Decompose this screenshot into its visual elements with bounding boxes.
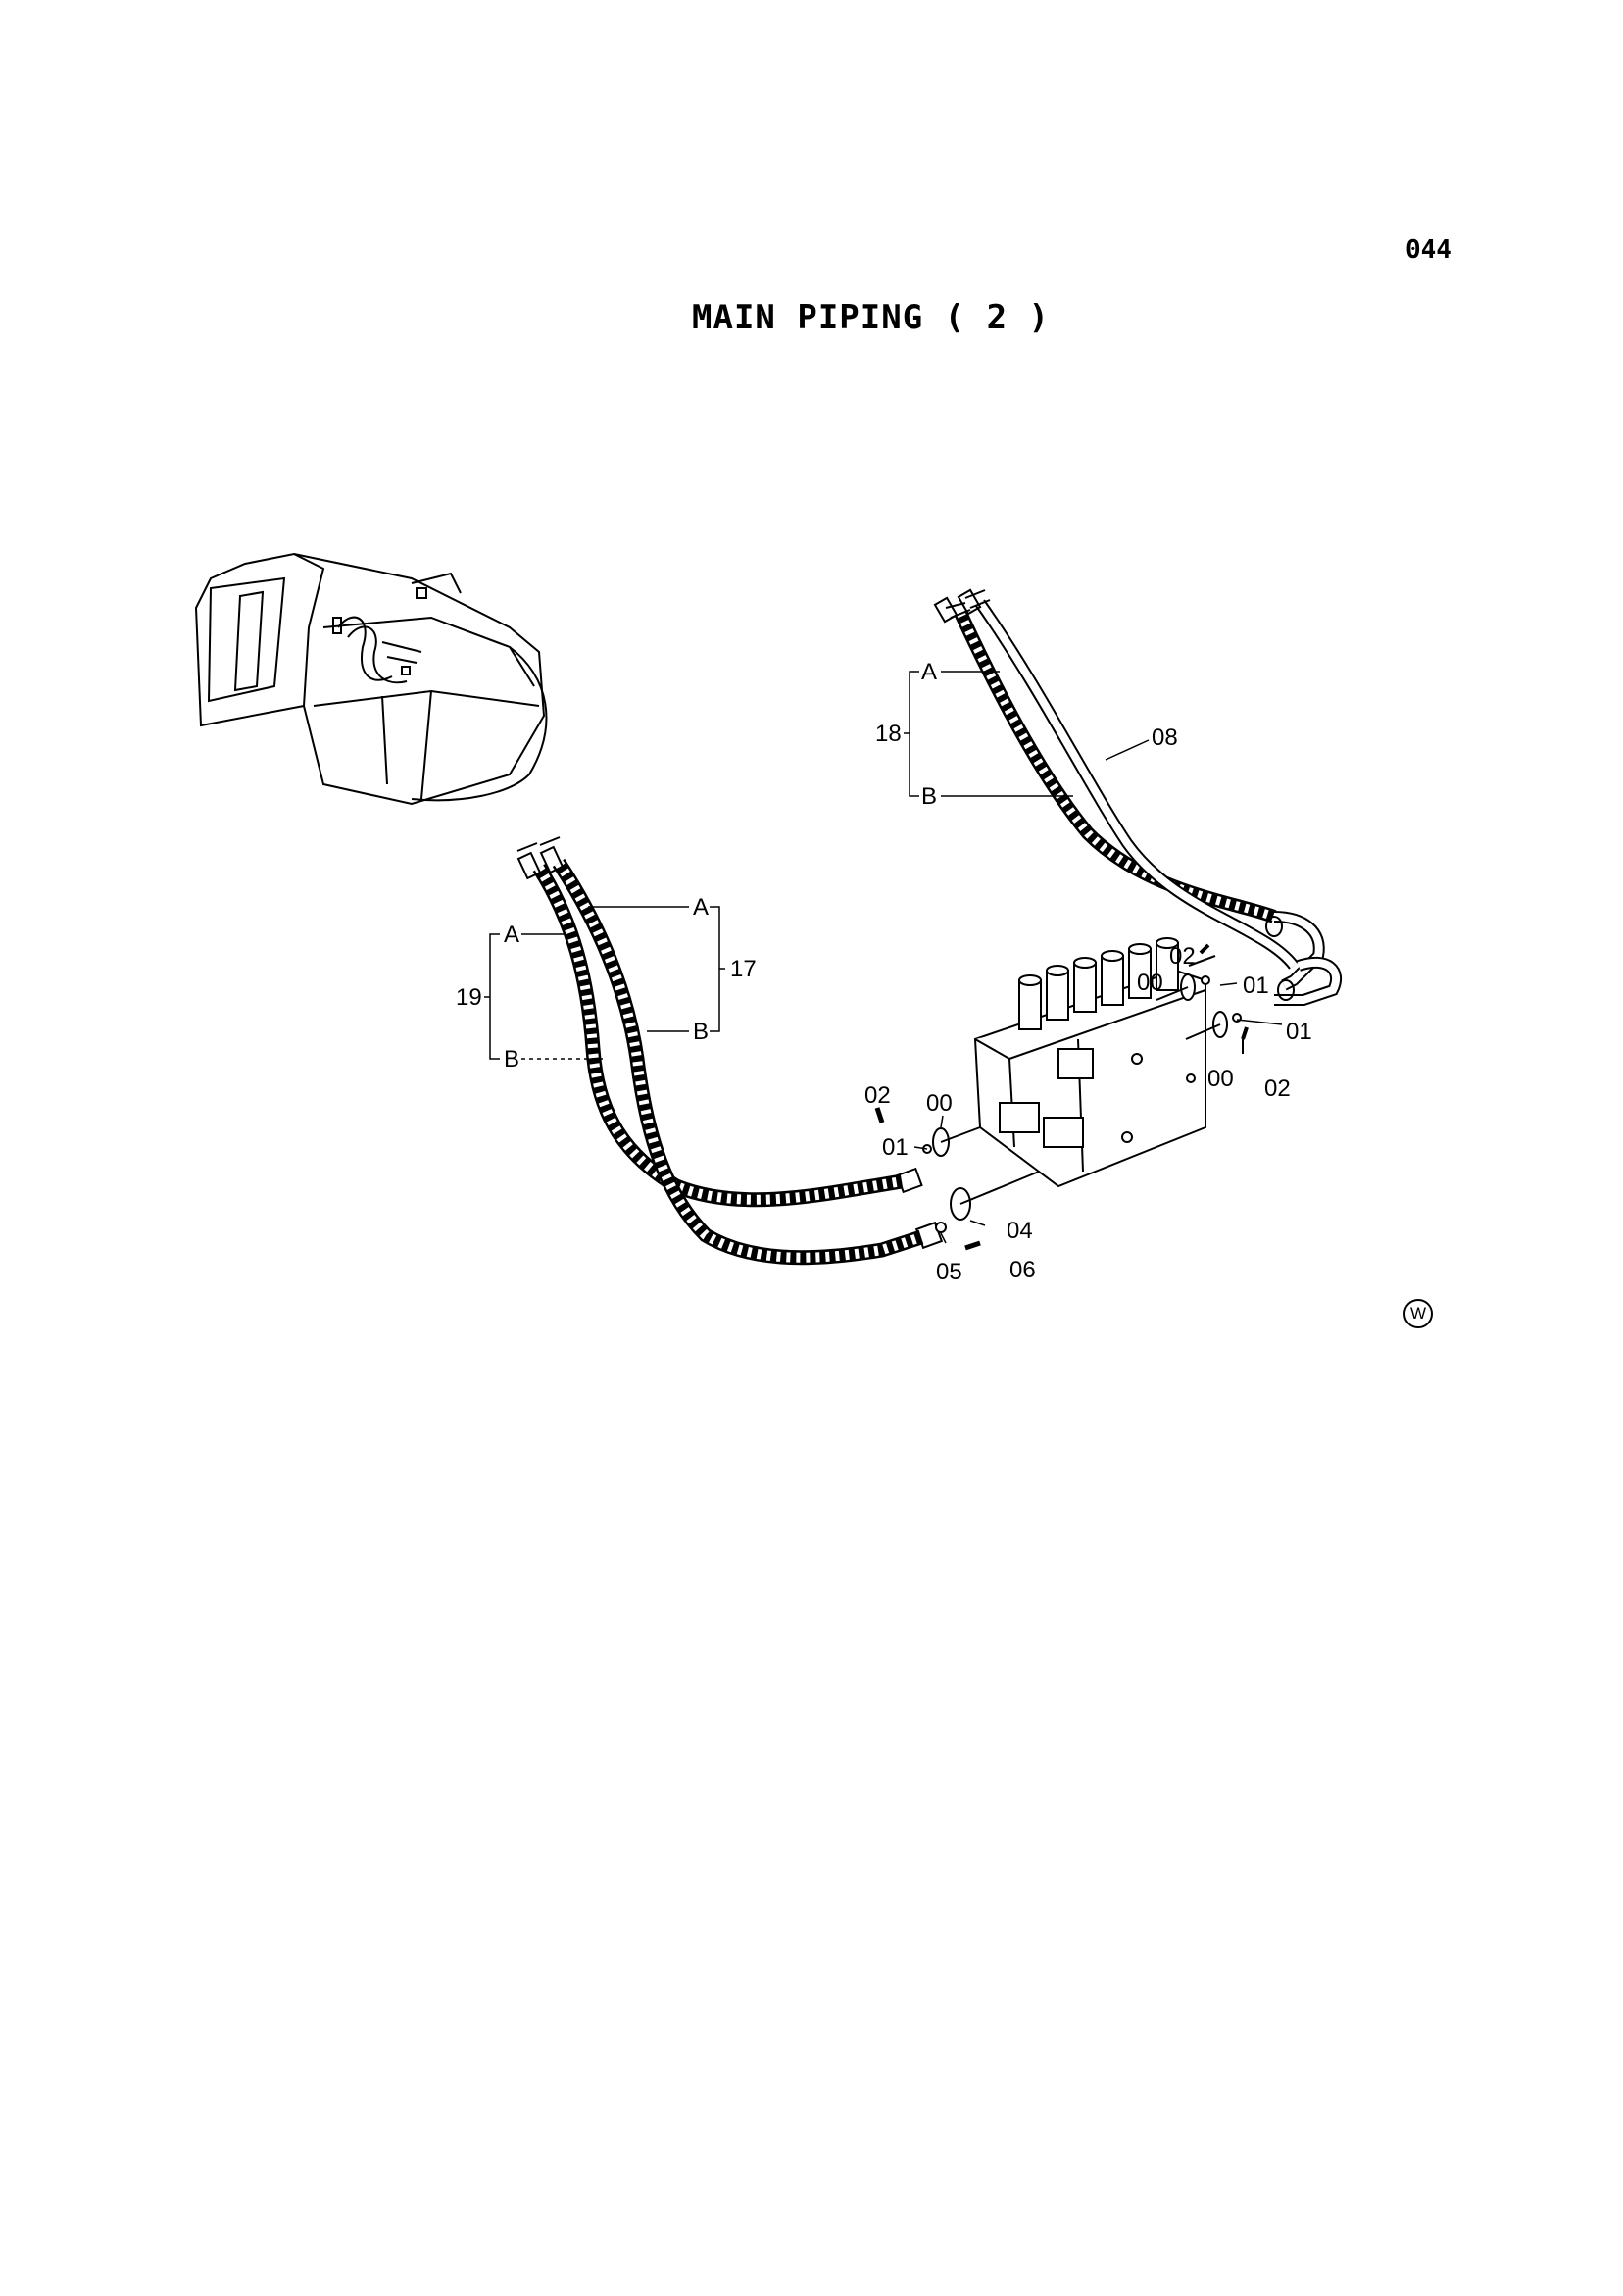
callout-02-upper: 02 bbox=[1169, 943, 1196, 970]
callout-01-left: 01 bbox=[882, 1134, 909, 1161]
page-title: MAIN PIPING ( 2 ) bbox=[692, 298, 1050, 337]
callout-08: 08 bbox=[1152, 724, 1178, 751]
callout-leaders bbox=[484, 671, 1283, 1244]
callout-02-right: 02 bbox=[1264, 1075, 1291, 1102]
page-number: 044 bbox=[1405, 235, 1451, 265]
callout-06: 06 bbox=[1009, 1257, 1036, 1283]
callout-01-right: 01 bbox=[1286, 1019, 1312, 1045]
callout-a-left: A bbox=[504, 922, 519, 948]
callout-00-right: 00 bbox=[1207, 1066, 1234, 1092]
callout-00-upper: 00 bbox=[1137, 970, 1163, 996]
callout-04: 04 bbox=[1007, 1218, 1033, 1244]
callout-b-left: B bbox=[504, 1046, 519, 1073]
control-valve bbox=[973, 937, 1206, 1188]
callout-17: 17 bbox=[730, 956, 757, 982]
callout-a-right: A bbox=[693, 894, 709, 921]
callout-19: 19 bbox=[456, 984, 482, 1011]
callout-01-upper: 01 bbox=[1243, 973, 1269, 999]
callout-02-left: 02 bbox=[864, 1082, 891, 1109]
fittings bbox=[874, 943, 1249, 1251]
callout-05: 05 bbox=[936, 1259, 962, 1285]
callout-labels: A B 18 08 A B 17 A B 19 02 00 01 01 00 0… bbox=[456, 659, 1312, 1285]
hose-pair-upper bbox=[933, 588, 1343, 1006]
callout-00-left: 00 bbox=[926, 1090, 953, 1117]
callout-b-top: B bbox=[921, 783, 937, 810]
callout-a-top: A bbox=[921, 659, 937, 685]
callout-18: 18 bbox=[875, 721, 902, 747]
excavator-locator-sketch bbox=[194, 552, 548, 806]
callout-b-right: B bbox=[693, 1019, 709, 1045]
hose-pair-left bbox=[516, 836, 944, 1266]
w-mark-icon: W bbox=[1403, 1299, 1433, 1328]
